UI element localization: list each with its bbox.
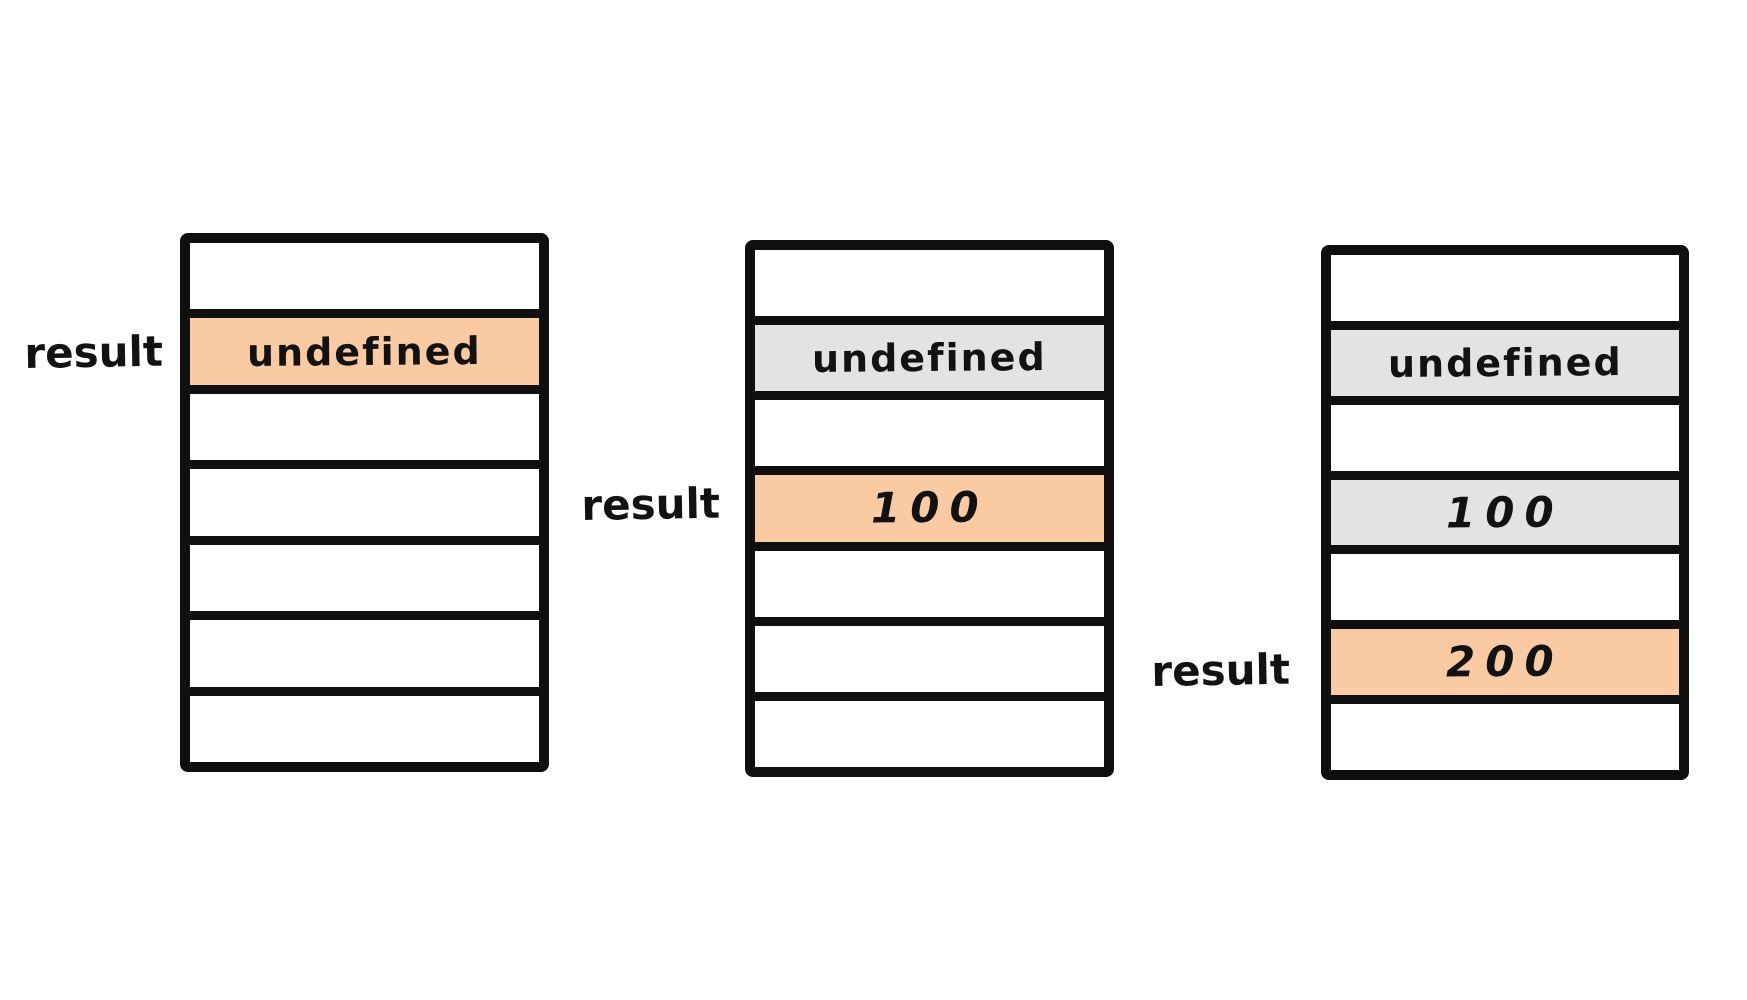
memory-cell — [1331, 545, 1679, 620]
cell-value: undefined — [246, 328, 483, 375]
memory-cell — [755, 616, 1104, 692]
memory-stack: undefined 100 — [745, 240, 1114, 777]
result-label: result — [1150, 644, 1291, 697]
memory-cell — [190, 535, 539, 611]
memory-cell — [755, 250, 1104, 316]
cell-value: 200 — [1445, 636, 1565, 687]
memory-stack: undefined — [180, 233, 549, 772]
memory-cell: undefined — [1331, 320, 1679, 396]
cell-value: undefined — [811, 335, 1048, 382]
cell-value: 100 — [1445, 486, 1565, 538]
cell-value: undefined — [1387, 339, 1623, 386]
memory-cell — [1331, 255, 1679, 321]
memory-cell: 100 — [1331, 470, 1679, 546]
memory-cell: undefined — [755, 316, 1104, 392]
memory-cell — [1331, 395, 1679, 471]
memory-stack: undefined 100 200 — [1321, 245, 1689, 780]
memory-cell: 100 — [755, 466, 1104, 542]
memory-cell — [755, 391, 1104, 466]
memory-cell — [755, 541, 1104, 617]
memory-cell: 200 — [1331, 620, 1679, 696]
memory-cell — [190, 686, 539, 762]
memory-cell: undefined — [190, 309, 539, 385]
memory-cell — [190, 243, 539, 309]
memory-cell — [1331, 695, 1679, 770]
memory-cell — [190, 611, 539, 686]
result-label: result — [580, 478, 721, 531]
result-label: result — [23, 326, 164, 379]
memory-cell — [190, 384, 539, 460]
cell-value: 100 — [870, 482, 989, 533]
memory-cell — [755, 691, 1104, 767]
memory-cell — [190, 460, 539, 535]
